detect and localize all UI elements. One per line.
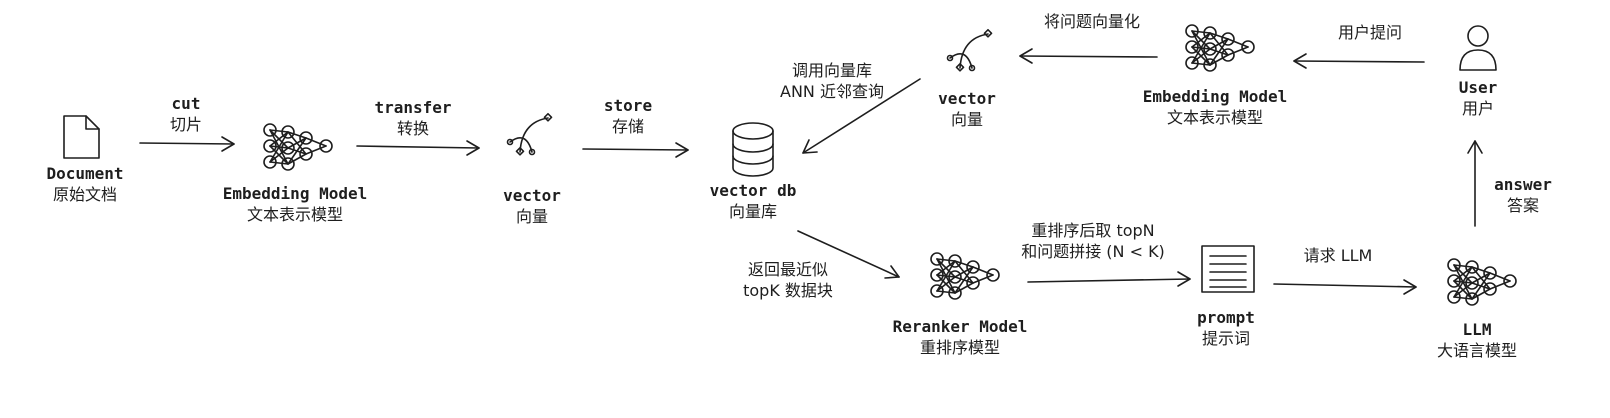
node-caption: 文本表示模型	[1166, 108, 1263, 127]
node-title: Document	[46, 164, 124, 183]
node-caption: 向量	[515, 207, 548, 226]
edge-label-zh: 存储	[611, 117, 644, 136]
neural-network-icon	[930, 252, 1000, 300]
edge-label-cut: cut 切片	[146, 93, 226, 135]
document-node: Document 原始文档	[30, 163, 140, 205]
edge-label-zh: 转换	[396, 119, 429, 138]
edge-label-quantize: 将问题向量化	[1043, 12, 1140, 31]
node-title: Embedding Model	[1142, 87, 1288, 106]
edge-label-line: 调用向量库	[791, 61, 872, 80]
prompt-document-icon	[1201, 245, 1255, 293]
edge-label-answer: answer 答案	[1483, 174, 1563, 216]
edge-label-en: cut	[171, 94, 201, 113]
node-caption: 大语言模型	[1436, 341, 1517, 360]
vector-icon	[506, 112, 553, 156]
vector-node: vector 向量	[482, 185, 582, 227]
node-caption: 向量	[950, 110, 983, 129]
edge-label-transfer: transfer 转换	[363, 97, 463, 139]
edge-label-en: answer	[1494, 175, 1552, 194]
node-caption: 文本表示模型	[246, 205, 343, 224]
node-title: prompt	[1197, 308, 1255, 327]
node-title: vector	[503, 186, 561, 205]
edge-label-line: ANN 近邻查询	[780, 82, 884, 101]
node-caption: 重排序模型	[919, 338, 1000, 357]
edge-label-ann: 调用向量库 ANN 近邻查询	[757, 60, 907, 102]
edge-label-topn: 重排序后取 topN 和问题拼接 (N < K)	[993, 220, 1193, 262]
neural-network-icon	[263, 123, 333, 171]
arrows	[139, 48, 1483, 295]
edge-label-ask: 用户提问	[1337, 23, 1402, 42]
edge-label-request: 请求 LLM	[1303, 246, 1373, 265]
edge-label-line: 和问题拼接 (N < K)	[1021, 242, 1165, 261]
edge-label-line: 返回最近似	[747, 260, 828, 279]
reranker-model-node: Reranker Model 重排序模型	[875, 316, 1045, 358]
node-title: Reranker Model	[892, 317, 1028, 336]
prompt-node: prompt 提示词	[1176, 307, 1276, 349]
llm-node: LLM 大语言模型	[1422, 319, 1532, 361]
node-caption: 提示词	[1201, 329, 1250, 348]
node-caption: 原始文档	[52, 185, 117, 204]
neural-network-icon	[1447, 258, 1517, 306]
edge-label-zh: 切片	[169, 115, 202, 134]
edge-label-en: transfer	[374, 98, 452, 117]
query-embedding-model-node: Embedding Model 文本表示模型	[1125, 86, 1305, 128]
edge-label-zh: 答案	[1506, 196, 1539, 215]
document-icon	[63, 115, 100, 159]
node-title: vector db	[709, 181, 797, 200]
node-title: Embedding Model	[222, 184, 368, 203]
vector-icon	[946, 28, 993, 72]
node-title: vector	[938, 89, 996, 108]
query-vector-node: vector 向量	[917, 88, 1017, 130]
vector-db-node: vector db 向量库	[693, 180, 813, 222]
user-node: User 用户	[1438, 77, 1518, 119]
database-icon	[732, 122, 774, 177]
node-title: User	[1458, 78, 1498, 97]
node-title: LLM	[1462, 320, 1492, 339]
edge-label-line: topK 数据块	[743, 281, 833, 300]
embedding-model-node: Embedding Model 文本表示模型	[205, 183, 385, 225]
neural-network-icon	[1185, 24, 1255, 72]
node-caption: 向量库	[728, 202, 777, 221]
edge-label-en: store	[603, 96, 653, 115]
edge-label-line: 重排序后取 topN	[1031, 221, 1155, 240]
edge-label-topk: 返回最近似 topK 数据块	[728, 259, 848, 301]
node-caption: 用户	[1461, 99, 1494, 118]
user-icon	[1459, 25, 1497, 71]
edge-label-store: store 存储	[588, 95, 668, 137]
